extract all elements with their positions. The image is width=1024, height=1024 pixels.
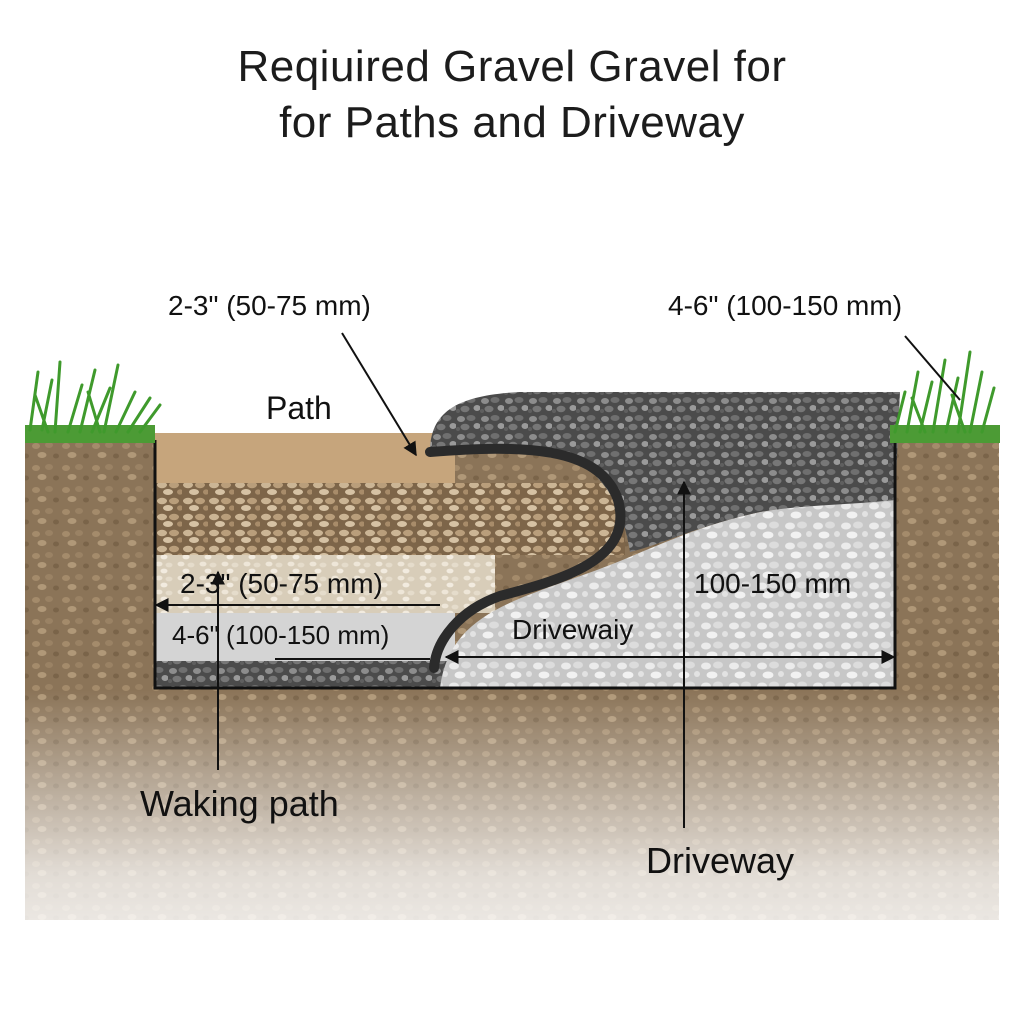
layer-divider-curve (425, 443, 626, 673)
driveway-base-layer (440, 500, 895, 688)
label-path: Path (266, 390, 332, 426)
title-line-1: Reqiuired Gravel Gravel for (237, 42, 787, 91)
topsoil-layer (155, 433, 455, 483)
label-inner-path-depth: 2-3" (50-75 mm) (180, 568, 383, 599)
leader-top-right (904, 335, 961, 401)
soil-fade (0, 690, 1024, 1024)
label-top-path-depth: 2-3" (50-75 mm) (168, 290, 371, 321)
title-line-2: for Paths and Driveway (279, 98, 745, 147)
label-driveway: Driveway (646, 840, 795, 881)
label-inner-driveway: Drivewaiy (512, 614, 634, 645)
grass-tuft-left-icon (25, 360, 162, 443)
label-inner-base-depth: 4-6" (100-150 mm) (172, 620, 390, 650)
label-inner-driveway-depth: 100-150 mm (694, 568, 852, 599)
label-walking-path: Waking path (140, 783, 339, 824)
lower-base-layer (155, 613, 455, 661)
path-gravel-layer (155, 483, 625, 555)
leader-top-left (341, 332, 417, 457)
grass-tuft-right-icon (890, 350, 1000, 443)
trench-outline (153, 440, 897, 690)
driveway-top-layer (430, 392, 900, 552)
label-top-driveway-depth: 4-6" (100-150 mm) (668, 290, 903, 321)
